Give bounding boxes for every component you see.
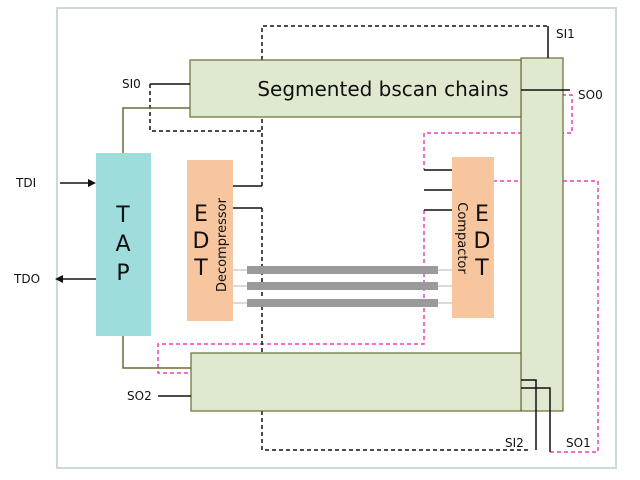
si1-label: SI1 bbox=[556, 27, 575, 41]
tap-letter-a: A bbox=[115, 232, 130, 257]
tap-letter-t: T bbox=[115, 203, 130, 228]
edt-left-letter-e: E bbox=[194, 202, 208, 227]
tap-to-bottom-chain bbox=[122, 336, 191, 369]
so1-stub bbox=[521, 387, 551, 452]
tap-letter-p: P bbox=[116, 261, 129, 286]
tdi-label: TDI bbox=[15, 176, 36, 190]
edt-right-letter-e: E bbox=[475, 202, 489, 227]
edt-compactor-block bbox=[452, 157, 494, 318]
so2-label: SO2 bbox=[127, 389, 152, 403]
edt-decompressor-block bbox=[187, 160, 233, 321]
so2-feed-path bbox=[157, 210, 425, 374]
scan-chain-bottom bbox=[190, 352, 522, 412]
solid-wires bbox=[150, 26, 570, 452]
tdi-arrow bbox=[60, 179, 96, 187]
scan-chain-top bbox=[189, 59, 522, 118]
compactor-label: Compactor bbox=[454, 202, 469, 274]
channel-3 bbox=[247, 299, 438, 307]
so1-label: SO1 bbox=[566, 436, 591, 450]
tap-to-top-chain bbox=[122, 107, 190, 153]
si0-dashed-path bbox=[149, 84, 262, 132]
scan-chain-top-label: Segmented bscan chains bbox=[257, 77, 508, 101]
tdo-arrow bbox=[55, 275, 96, 283]
so0-return-path bbox=[423, 94, 573, 170]
diagram-frame bbox=[56, 7, 617, 469]
si2-label: SI2 bbox=[505, 436, 524, 450]
tdo-label: TDO bbox=[13, 272, 40, 286]
si0-label: SI0 bbox=[122, 77, 141, 91]
channel-2 bbox=[247, 282, 438, 290]
edt-left-letter-d: D bbox=[193, 229, 210, 254]
si1-dashed-path bbox=[261, 25, 550, 186]
tap-block bbox=[96, 153, 151, 336]
so0-label: SO0 bbox=[578, 88, 603, 102]
scan-chain-right-vertical bbox=[520, 57, 564, 412]
si2-stub bbox=[521, 379, 537, 450]
edt-right-letter-t: T bbox=[474, 256, 489, 281]
decompressor-label: Decompressor bbox=[215, 197, 230, 292]
edt-left-letter-t: T bbox=[193, 256, 208, 281]
internal-scan-channels bbox=[233, 266, 452, 307]
channel-1 bbox=[247, 266, 438, 274]
edt-right-letter-d: D bbox=[474, 229, 491, 254]
tap-control-wires bbox=[122, 107, 191, 369]
